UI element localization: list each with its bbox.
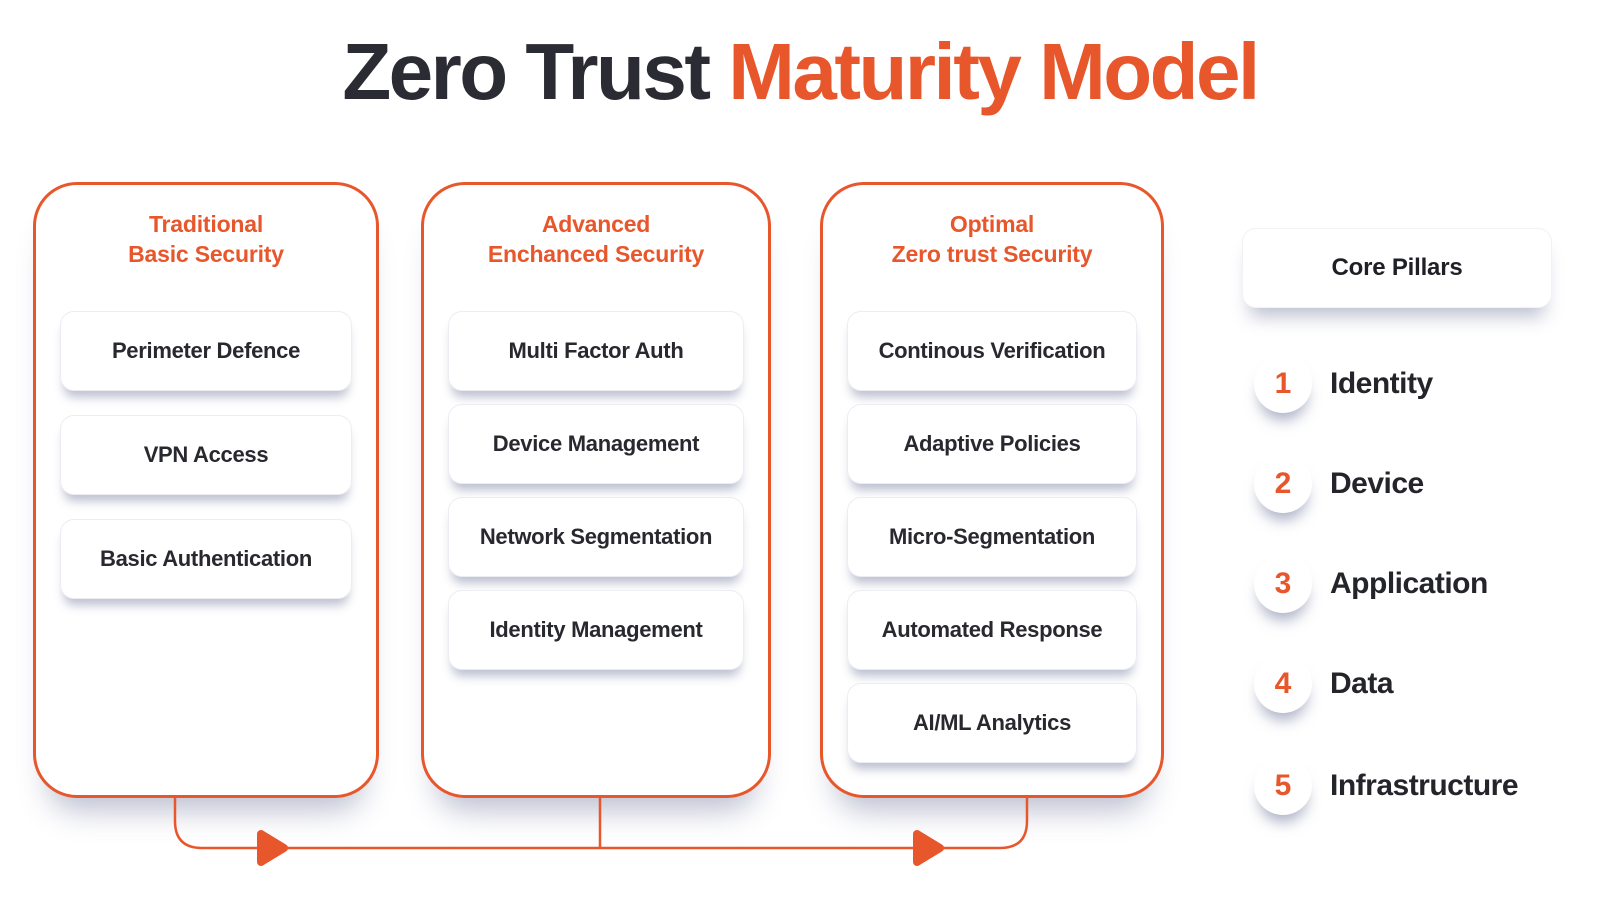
column-optimal-header-line1: Optimal [949,211,1035,237]
column-traditional: Traditional Basic Security Perimeter Def… [33,182,379,798]
pillar-number-badge: 5 [1254,757,1312,815]
column-optimal-header-line2: Zero trust Security [891,241,1093,268]
arrow-right-icon [913,830,944,866]
capability-card: Basic Authentication [60,519,352,599]
capability-card: Device Management [448,404,744,484]
column-traditional-header-line1: Traditional [148,211,264,237]
pillar-label: Data [1330,667,1394,700]
column-optimal-header: Optimal Zero trust Security [823,209,1161,270]
pillar-label: Infrastructure [1330,769,1519,802]
capability-card: Continous Verification [847,311,1137,391]
pillar-row-application: 3 Application [1254,555,1488,613]
flow-connector [173,798,1029,866]
capability-card: VPN Access [60,415,352,495]
capability-card: Micro-Segmentation [847,497,1137,577]
pillar-label: Application [1330,567,1488,600]
capability-card: Identity Management [448,590,744,670]
pillar-row-data: 4 Data [1254,655,1394,713]
column-traditional-header-line2: Basic Security [128,241,284,268]
column-traditional-cards: Perimeter Defence VPN Access Basic Authe… [60,311,352,599]
pillar-row-identity: 1 Identity [1254,355,1433,413]
pillar-number-badge: 4 [1254,655,1312,713]
core-pillars-card: Core Pillars [1242,228,1552,308]
column-optimal: Optimal Zero trust Security Continous Ve… [820,182,1164,798]
pillar-number-badge: 3 [1254,555,1312,613]
capability-card: Perimeter Defence [60,311,352,391]
core-pillars-title: Core Pillars [1331,254,1463,281]
title-accent: Maturity Model [728,27,1260,116]
column-traditional-header: Traditional Basic Security [36,209,376,270]
column-advanced-header-line1: Advanced [541,211,651,237]
column-advanced-header-line2: Enchanced Security [487,241,705,268]
pillar-row-device: 2 Device [1254,455,1424,513]
capability-card: Adaptive Policies [847,404,1137,484]
page-title: Zero Trust Maturity Model [0,28,1600,116]
title-main: Zero Trust [342,27,729,116]
column-advanced: Advanced Enchanced Security Multi Factor… [421,182,771,798]
capability-card: Network Segmentation [448,497,744,577]
column-advanced-cards: Multi Factor Auth Device Management Netw… [448,311,744,670]
flow-line [173,798,1029,850]
capability-card: Multi Factor Auth [448,311,744,391]
pillar-label: Identity [1330,367,1433,400]
column-optimal-cards: Continous Verification Adaptive Policies… [847,311,1137,763]
capability-card: Automated Response [847,590,1137,670]
pillar-number-badge: 2 [1254,455,1312,513]
arrow-right-icon [257,830,288,866]
pillar-number-badge: 1 [1254,355,1312,413]
pillar-row-infrastructure: 5 Infrastructure [1254,757,1519,815]
pillar-label: Device [1330,467,1424,500]
column-advanced-header: Advanced Enchanced Security [424,209,768,270]
capability-card: AI/ML Analytics [847,683,1137,763]
